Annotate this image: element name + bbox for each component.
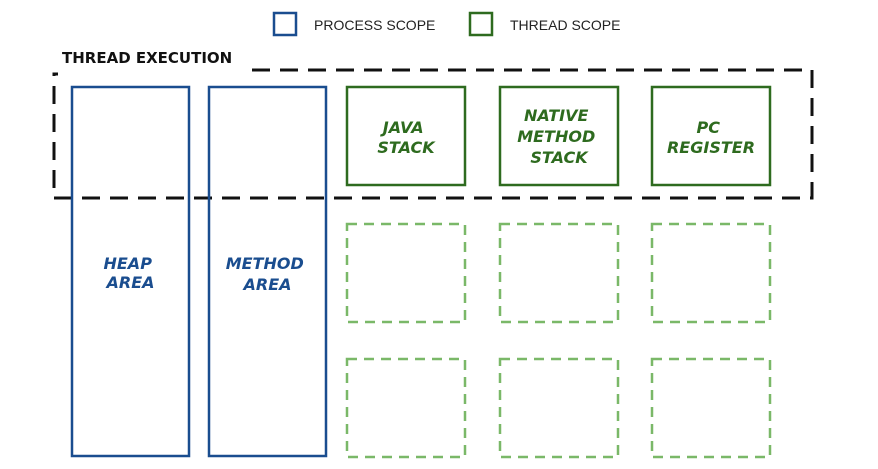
heap-area-label: HEAP AREA: [103, 254, 157, 292]
method-area-label: METHOD AREA: [226, 254, 310, 294]
method-area-box: [207, 85, 328, 458]
native-method-stack-box: [498, 85, 620, 187]
pc-register-label: PC REGISTER: [667, 118, 755, 157]
heap-area-box: [70, 85, 191, 458]
thread-areas: JAVA STACK NATIVE METHOD STACK PC REGIST…: [345, 85, 772, 187]
thread-execution-boundary: [52, 68, 814, 200]
native-method-stack-line-2: METHOD: [517, 127, 595, 146]
pc-register-line-1: PC: [696, 118, 720, 137]
inactive-thread-slot: [650, 222, 772, 324]
inactive-thread-slot: [498, 357, 620, 459]
pc-register-box: [650, 85, 772, 187]
pc-register-line-2: REGISTER: [667, 138, 755, 157]
method-area-line-1: METHOD: [226, 254, 304, 273]
inactive-thread-slots: [345, 222, 772, 459]
legend-process-swatch: [272, 11, 298, 37]
section-title: THREAD EXECUTION: [62, 49, 232, 67]
native-method-stack-line-3: STACK: [530, 148, 589, 167]
method-area-line-2: AREA: [241, 275, 291, 294]
inactive-thread-slot: [650, 357, 772, 459]
legend-thread-swatch: [468, 11, 494, 37]
java-stack-box: [345, 85, 467, 187]
inactive-thread-slot: [498, 222, 620, 324]
native-method-stack-label: NATIVE METHOD STACK: [517, 106, 601, 167]
legend-process-label: PROCESS SCOPE: [314, 17, 435, 33]
process-areas: HEAP AREA METHOD AREA: [70, 85, 328, 458]
java-stack-label: JAVA STACK: [377, 118, 436, 157]
inactive-thread-slot: [345, 357, 467, 459]
legend-thread-label: THREAD SCOPE: [510, 17, 620, 33]
heap-area-line-1: HEAP: [103, 254, 152, 273]
inactive-thread-slot: [345, 222, 467, 324]
heap-area-line-2: AREA: [104, 273, 154, 292]
legend: PROCESS SCOPE THREAD SCOPE: [272, 11, 620, 37]
java-stack-line-2: STACK: [377, 138, 436, 157]
native-method-stack-line-1: NATIVE: [524, 106, 588, 125]
java-stack-line-1: JAVA: [380, 118, 424, 137]
